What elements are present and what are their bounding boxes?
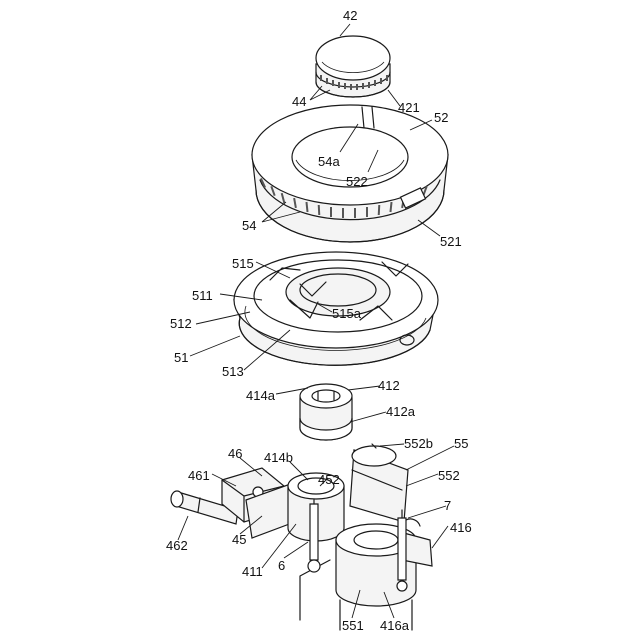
label-412a: 412a — [386, 404, 416, 419]
label-515a: 515a — [332, 306, 362, 321]
label-416: 416 — [450, 520, 472, 535]
label-45: 45 — [232, 532, 246, 547]
label-42: 42 — [343, 8, 357, 23]
label-521: 521 — [440, 234, 462, 249]
label-411: 411 — [242, 564, 263, 579]
label-7: 7 — [444, 498, 451, 513]
label-512: 512 — [170, 316, 192, 331]
label-513: 513 — [222, 364, 244, 379]
label-416a: 416a — [380, 618, 410, 633]
label-55: 55 — [454, 436, 468, 451]
label-452: 452 — [318, 472, 340, 487]
label-511: 511 — [192, 288, 213, 303]
label-515: 515 — [232, 256, 254, 271]
label-54a: 54a — [318, 154, 340, 169]
label-52: 52 — [434, 110, 448, 125]
label-44: 44 — [292, 94, 306, 109]
label-551: 551 — [342, 618, 364, 633]
label-522: 522 — [346, 174, 368, 189]
label-421: 421 — [398, 100, 420, 115]
label-552b: 552b — [404, 436, 433, 451]
label-412: 412 — [378, 378, 400, 393]
lower-assembly — [171, 444, 432, 630]
label-461: 461 — [188, 468, 210, 483]
burner-cap-42 — [316, 36, 390, 97]
label-462: 462 — [166, 538, 188, 553]
label-414b: 414b — [264, 450, 293, 465]
label-46: 46 — [228, 446, 242, 461]
label-54: 54 — [242, 218, 256, 233]
label-51: 51 — [174, 350, 188, 365]
label-414a: 414a — [246, 388, 276, 403]
label-552: 552 — [438, 468, 460, 483]
label-6: 6 — [278, 558, 285, 573]
sleeve-412 — [300, 384, 352, 440]
